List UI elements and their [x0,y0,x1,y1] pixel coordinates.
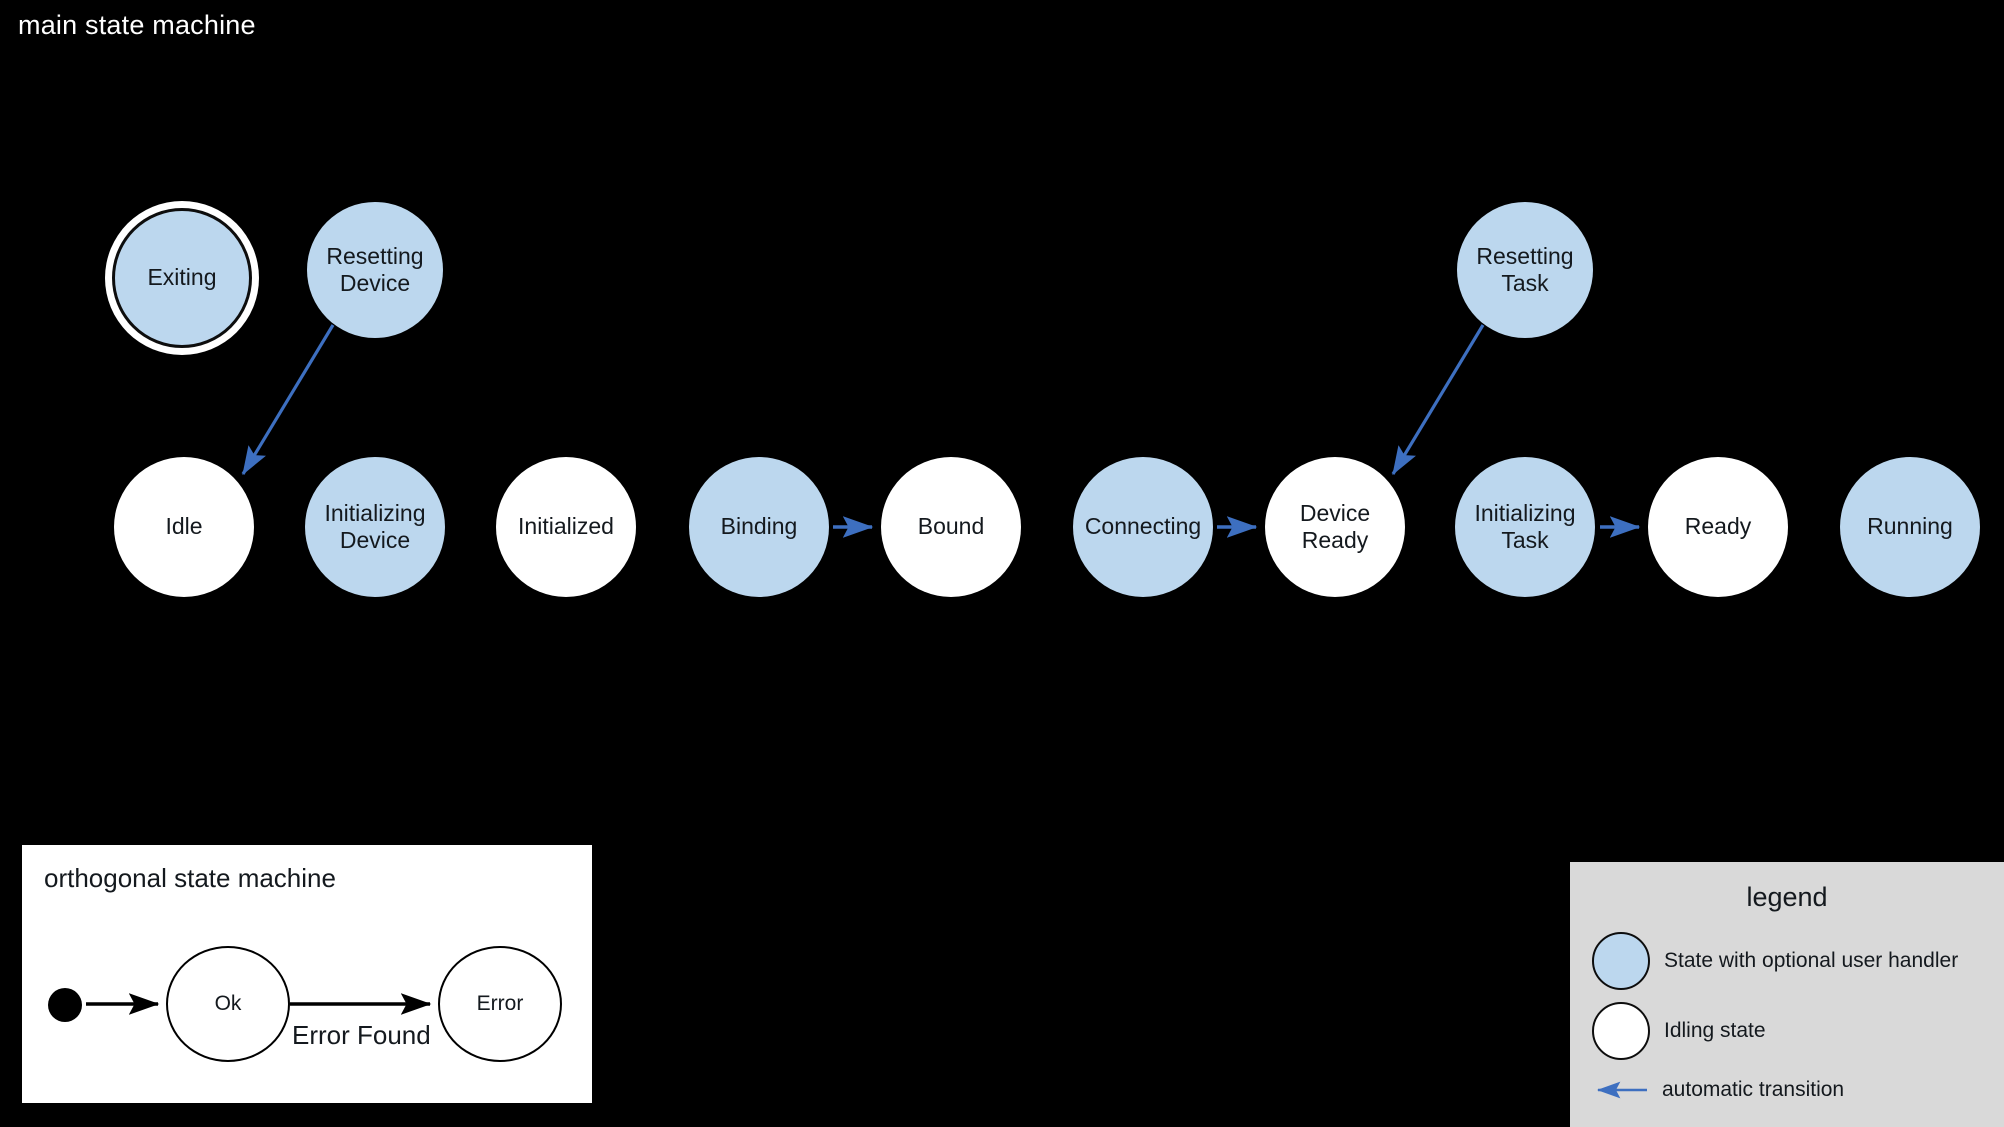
state-node-initialized[interactable]: Initialized [496,457,636,597]
legend-label: automatic transition [1662,1078,1845,1101]
state-node-device-ready[interactable]: Device Ready [1265,457,1405,597]
legend-panel: legend State with optional user handler … [1570,862,2004,1127]
legend-white-circle-icon [1592,1002,1650,1060]
legend-title: legend [1746,882,1828,912]
initial-state-dot [48,988,82,1022]
transition-edges [241,324,1641,538]
ortho-state-node-ok[interactable]: Ok [166,946,290,1062]
state-label: Initializing Device [324,499,426,553]
edge-resetting-device-to-idle [241,324,335,476]
state-label: Binding [720,513,798,540]
legend-left-arrow-icon [1590,1080,1648,1100]
state-node-connecting[interactable]: Connecting [1073,457,1213,597]
legend-row-idling-state: Idling state [1592,1002,1766,1060]
legend-label: State with optional user handler [1664,949,1959,972]
state-node-bound[interactable]: Bound [881,457,1021,597]
state-label: Resetting Device [326,242,424,296]
state-node-binding[interactable]: Binding [689,457,829,597]
ortho-state-label: Ok [214,992,242,1015]
state-node-initializing-device[interactable]: Initializing Device [305,457,445,597]
legend-row-handler-state: State with optional user handler [1592,932,1958,990]
state-node-resetting-task[interactable]: Resetting Task [1457,202,1593,338]
state-label: Ready [1684,513,1752,540]
state-node-resetting-device[interactable]: Resetting Device [307,202,443,338]
state-node-idle[interactable]: Idle [114,457,254,597]
state-label: Idle [165,513,203,540]
legend-label: Idling state [1664,1019,1766,1042]
state-label: Connecting [1084,513,1202,540]
state-node-running[interactable]: Running [1840,457,1980,597]
legend-row-automatic-transition: automatic transition [1590,1078,1844,1102]
edge-resetting-task-to-device-ready [1391,324,1485,476]
state-node-ready[interactable]: Ready [1648,457,1788,597]
page-title: main state machine [18,10,256,40]
state-label: Device Ready [1299,499,1371,553]
state-label: Running [1867,513,1953,540]
state-label: Resetting Task [1476,242,1574,296]
state-label: Initializing Task [1474,499,1576,553]
state-label: Exiting [147,264,217,291]
state-node-initializing-task[interactable]: Initializing Task [1455,457,1595,597]
state-label: Bound [917,513,985,540]
state-label: Initialized [518,513,614,540]
orthogonal-panel-title: orthogonal state machine [44,863,336,893]
legend-blue-circle-icon [1592,932,1650,990]
ortho-state-node-error[interactable]: Error [438,946,562,1062]
state-node-exiting[interactable]: Exiting [112,208,252,348]
ortho-state-label: Error [476,992,524,1015]
ortho-edge-label-error-found: Error Found [292,1020,431,1050]
